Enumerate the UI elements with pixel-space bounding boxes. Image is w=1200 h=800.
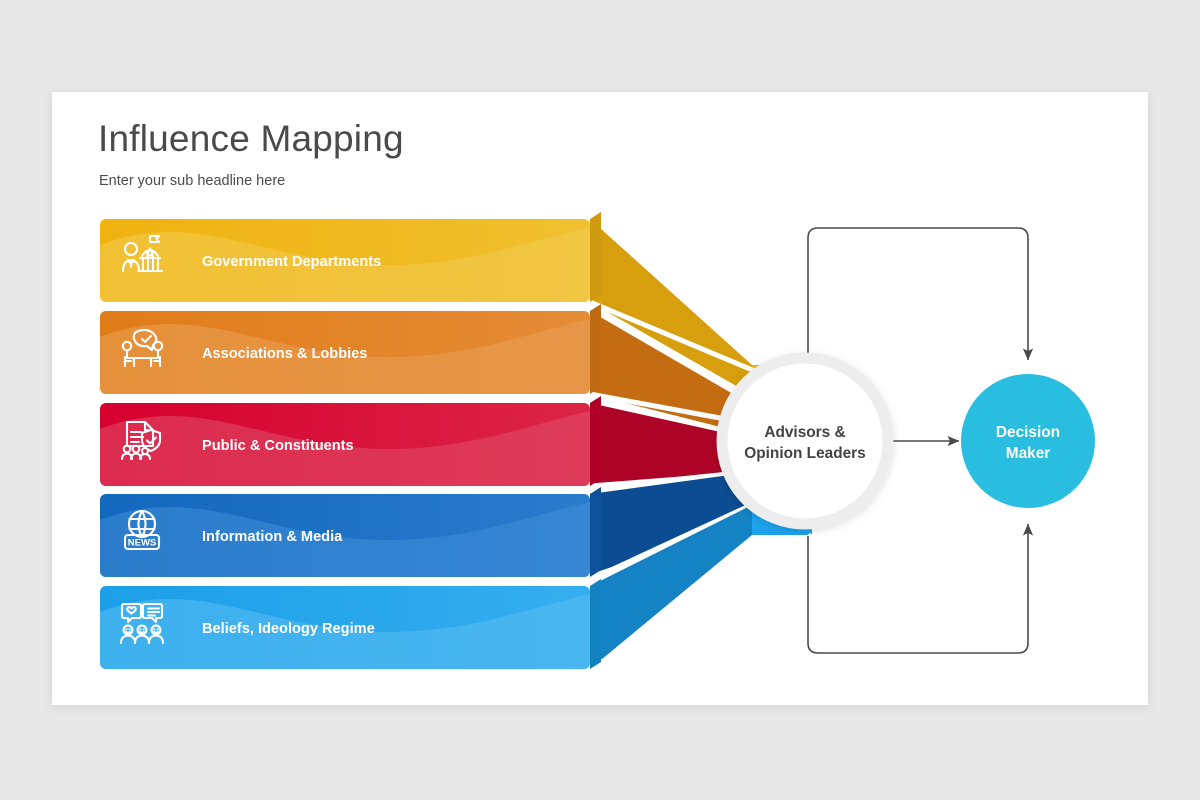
bar-wave-decoration — [100, 411, 590, 486]
hub-to-decision-top-loop — [807, 227, 1034, 444]
government-building-icon — [121, 234, 164, 273]
bar-label: Government Departments — [202, 254, 381, 270]
bar-side-face — [590, 487, 601, 577]
funnel-ribbon — [590, 505, 752, 669]
advisors-hub-label-line1: Advisors & — [764, 424, 845, 441]
funnel-ribbon — [590, 403, 752, 486]
globe-news-icon: NEWS — [123, 509, 161, 551]
page-title: Influence Mapping — [98, 118, 404, 159]
funnel-separator — [588, 532, 814, 672]
decision-maker-label-line1: Decision — [996, 424, 1060, 441]
slide-card: Influence Mapping Enter your sub headlin… — [52, 92, 1148, 705]
bar-label: Associations & Lobbies — [202, 346, 367, 362]
bar-label: Information & Media — [202, 529, 343, 545]
document-shield-people-icon — [120, 420, 162, 461]
bar-contents: Government Departments Associations & Lo… — [119, 234, 381, 645]
decision-maker-node[interactable]: Decision Maker — [961, 374, 1095, 508]
hub-to-decision-bottom-loop — [807, 523, 1034, 654]
advisors-hub-circle[interactable] — [716, 352, 894, 530]
decision-maker-label-line2: Maker — [1006, 445, 1051, 462]
decision-maker-circle[interactable] — [961, 374, 1095, 508]
advisors-hub-label-line2: Opinion Leaders — [744, 445, 865, 462]
bar-label: Beliefs, Ideology Regime — [202, 621, 375, 637]
bar-wave-decoration — [100, 502, 590, 577]
bar-side-face — [590, 212, 601, 302]
svg-text:NEWS: NEWS — [128, 538, 157, 549]
advisors-hub-node[interactable]: Advisors & Opinion Leaders — [716, 352, 894, 530]
bar-side-face — [590, 579, 601, 669]
bar-label: Public & Constituents — [202, 438, 354, 454]
bar-wave-decoration — [100, 319, 590, 394]
funnel-ribbon — [590, 472, 752, 577]
bar-side-face — [590, 396, 601, 486]
page-subtitle: Enter your sub headline here — [99, 173, 286, 189]
meeting-handshake-icon — [121, 328, 164, 368]
speech-bubbles-people-icon — [119, 602, 165, 645]
connectors — [807, 227, 1034, 654]
bar-wave-decoration — [100, 594, 590, 669]
bar-wave-decoration — [100, 227, 590, 302]
influence-bars — [100, 212, 601, 669]
bar-side-face — [590, 304, 601, 394]
influence-mapping-diagram: Advisors & Opinion Leaders Decision Make… — [100, 212, 1095, 672]
